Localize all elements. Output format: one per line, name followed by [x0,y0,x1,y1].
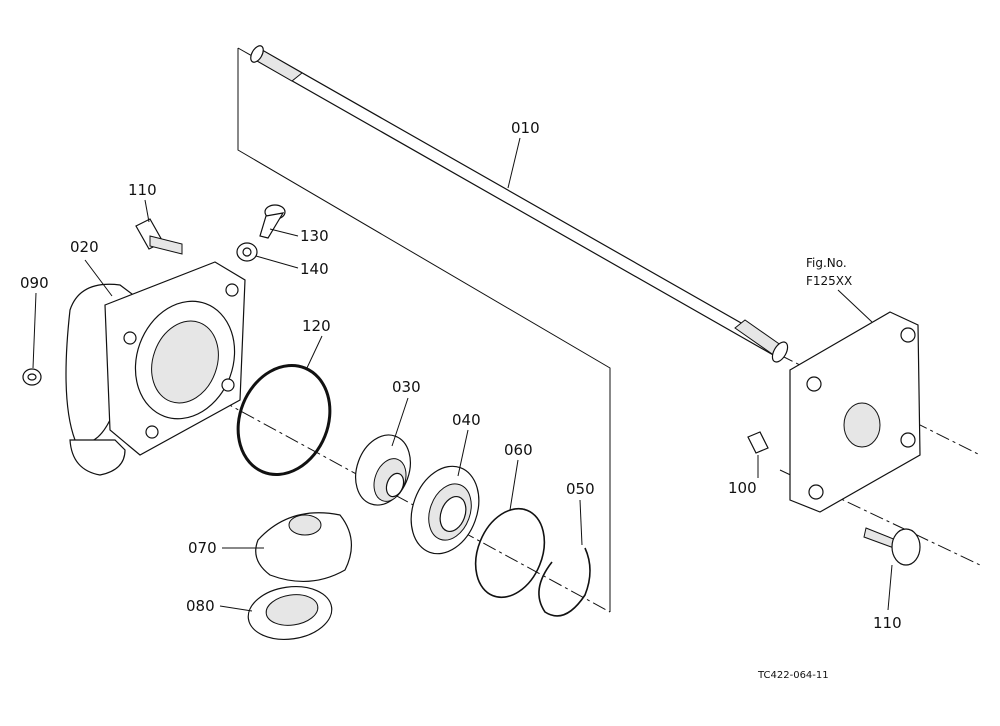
shaft-part [250,45,789,363]
bevel-gear-part [255,512,352,583]
housing-part [65,261,246,476]
ring-part [474,507,546,599]
fig-ref-line1: Fig.No. [806,256,847,270]
bolt-part [259,204,286,239]
seal-part [247,585,333,641]
pin-part [747,431,769,454]
fig-ref-line2: F125XX [806,274,852,288]
label-110-upper: 110 [128,181,157,199]
label-110-lower: 110 [873,614,902,632]
fitting-lower-part [863,527,921,566]
leader-lines [32,137,893,612]
label-010: 010 [511,119,540,137]
label-050: 050 [566,480,595,498]
label-020: 020 [70,238,99,256]
label-080: 080 [186,597,215,615]
label-100: 100 [728,479,757,497]
label-070: 070 [188,539,217,557]
mating-flange [789,311,921,513]
o-ring-part [236,364,332,476]
label-120: 120 [302,317,331,335]
plug-part [22,368,42,386]
bearing-part [410,465,480,555]
drawing-code: TC422-064-11 [757,670,829,681]
label-130: 130 [300,227,329,245]
label-030: 030 [392,378,421,396]
label-060: 060 [504,441,533,459]
washer-part [236,242,258,262]
gear-part [355,434,411,506]
label-090: 090 [20,274,49,292]
label-140: 140 [300,260,329,278]
label-040: 040 [452,411,481,429]
snap-ring-part [538,547,591,617]
fitting-upper-part [135,218,183,255]
